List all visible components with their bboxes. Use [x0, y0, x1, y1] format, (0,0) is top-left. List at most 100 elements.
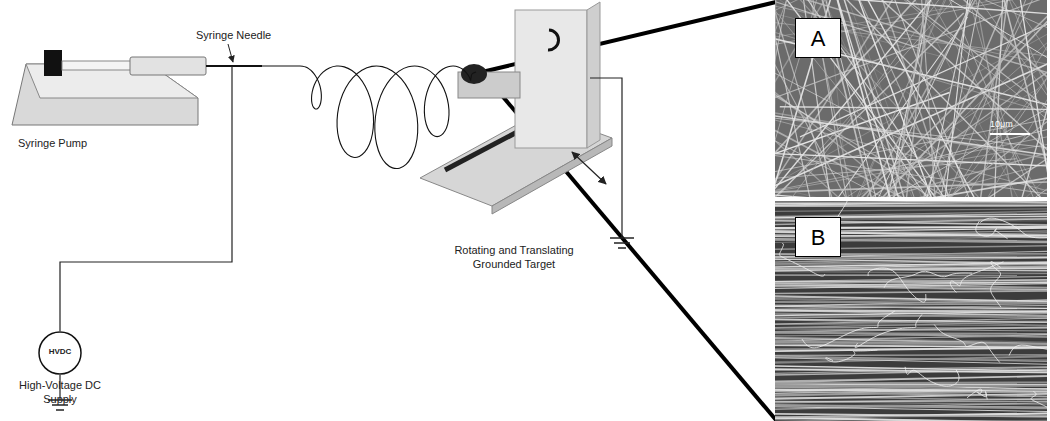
- ground-symbol: [56, 409, 64, 411]
- fiber-jet: [262, 66, 476, 169]
- aligned-fiber: [775, 385, 1047, 391]
- aligned-fiber: [775, 300, 1047, 306]
- fiber: [775, 0, 999, 197]
- fiber: [796, 0, 1033, 197]
- fiber: [775, 35, 1047, 197]
- plunger-rod: [62, 61, 132, 70]
- translation-stage: [492, 138, 612, 214]
- aligned-fiber: [775, 311, 1047, 315]
- aligned-fiber: [775, 418, 1047, 421]
- fiber: [775, 0, 1047, 197]
- aligned-fiber: [775, 211, 1047, 216]
- curly-fiber: [802, 311, 895, 348]
- aligned-fiber: [775, 300, 1047, 306]
- panel-letter: B: [795, 217, 841, 257]
- curly-fiber: [976, 221, 1008, 239]
- fiber: [778, 0, 1047, 197]
- aligned-fiber: [775, 322, 1047, 328]
- aligned-fiber: [775, 376, 1047, 381]
- aligned-fiber: [775, 381, 1047, 384]
- fiber: [775, 0, 778, 197]
- ground-symbol: [618, 247, 626, 249]
- rotation-symbol: [548, 30, 559, 50]
- fiber: [968, 0, 1047, 197]
- aligned-fiber: [775, 414, 1047, 417]
- aligned-fiber: [775, 391, 1047, 397]
- curly-fiber: [980, 218, 1047, 244]
- ground-wire: [590, 78, 622, 238]
- sem-panel: B: [775, 201, 1047, 421]
- curly-fiber: [905, 367, 959, 386]
- plunger-holder: [44, 50, 62, 76]
- curly-fiber: [991, 262, 1001, 308]
- aligned-fiber: [775, 301, 1047, 303]
- aligned-fiber: [775, 203, 1047, 205]
- aligned-fiber: [775, 401, 1047, 402]
- aligned-fiber: [775, 329, 1047, 331]
- fiber: [775, 85, 1047, 165]
- aligned-fiber: [775, 209, 1047, 212]
- fiber-texture: [775, 201, 1047, 421]
- syringe-needle: [206, 65, 262, 67]
- curly-fiber: [1031, 391, 1047, 412]
- hvdc-circle: [39, 332, 81, 374]
- aligned-fiber: [775, 370, 1047, 376]
- fiber: [775, 0, 1047, 163]
- hv-wire: [231, 66, 232, 152]
- target-label: Rotating and Translating Grounded Target: [434, 244, 594, 272]
- aligned-fiber: [775, 420, 1047, 421]
- fiber-texture: [775, 0, 1047, 197]
- curly-fiber: [967, 389, 987, 399]
- curly-fiber: [855, 314, 922, 347]
- panel-letter: A: [795, 18, 841, 58]
- aligned-fiber: [775, 280, 1047, 282]
- aligned-fiber: [775, 367, 1047, 370]
- hvdc-circle: HVDCHigh-Voltage DC Supply: [38, 331, 82, 375]
- pump-node: Syringe Pump: [8, 28, 240, 152]
- back-panel: [587, 2, 600, 148]
- fiber: [904, 0, 941, 197]
- aligned-fiber: [775, 376, 1047, 383]
- fiber: [838, 0, 1047, 197]
- aligned-fiber: [775, 391, 1047, 396]
- curly-fiber: [950, 262, 1003, 293]
- aligned-fiber: [775, 354, 1047, 356]
- fiber: [796, 0, 958, 197]
- fiber: [775, 12, 1047, 197]
- translation-arrow: [572, 152, 606, 184]
- leader-arrow: [228, 44, 233, 62]
- aligned-fiber: [775, 320, 1047, 323]
- fiber: [985, 0, 1047, 197]
- aligned-fiber: [775, 405, 1047, 409]
- fiber: [819, 0, 1047, 197]
- fiber: [775, 0, 963, 197]
- fiber-jet: [262, 66, 476, 169]
- pump-label: Syringe Pump: [18, 137, 87, 151]
- mandrel: [461, 64, 487, 84]
- aligned-fiber: [775, 316, 1047, 317]
- supply-label: High-Voltage DC Supply: [18, 379, 102, 407]
- curly-fiber: [868, 268, 926, 302]
- aligned-fiber: [775, 202, 1047, 203]
- aligned-fiber: [775, 311, 1047, 312]
- aligned-fiber: [775, 286, 1047, 291]
- fiber: [775, 0, 861, 197]
- syringe-barrel: [130, 57, 206, 75]
- scale-bar: [990, 133, 1030, 135]
- curly-fiber: [934, 325, 1000, 363]
- aligned-fiber: [775, 418, 1047, 421]
- aligned-fiber: [775, 403, 1047, 410]
- ground-symbol: [614, 242, 630, 244]
- aligned-fiber: [775, 399, 1047, 403]
- fiber: [775, 91, 1047, 197]
- aligned-fiber: [775, 335, 1047, 336]
- aligned-fiber: [775, 310, 1047, 316]
- fiber: [838, 0, 1047, 197]
- aligned-fiber: [775, 277, 1047, 282]
- curly-fiber: [826, 350, 878, 362]
- aligned-fiber: [775, 272, 1047, 274]
- hvdc-label: HVDC: [38, 347, 82, 357]
